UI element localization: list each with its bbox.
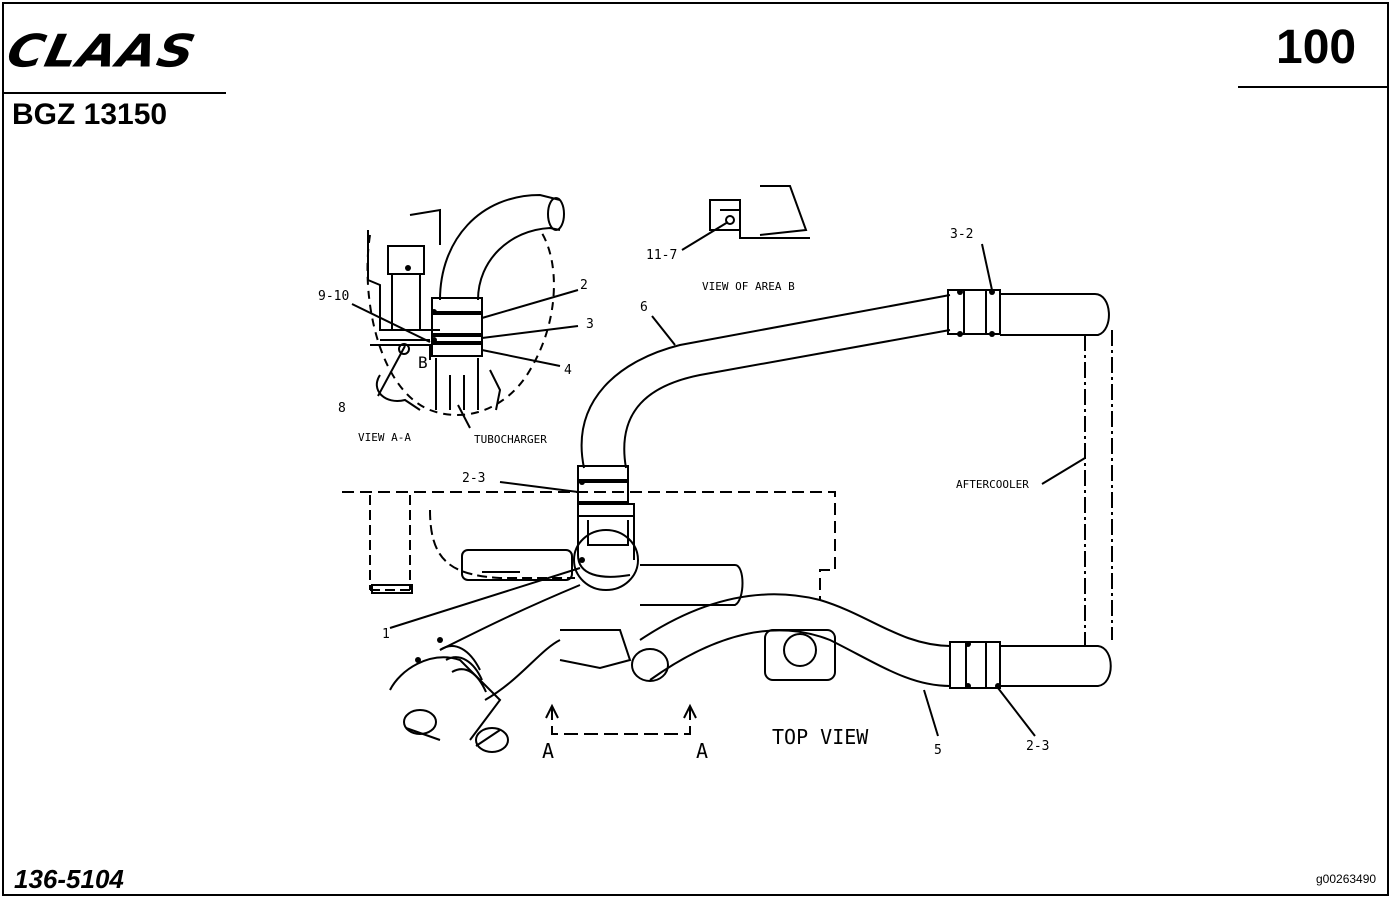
model-title: BGZ 13150 <box>12 98 168 131</box>
header-rule-left <box>4 92 226 94</box>
page-number: 100 <box>1276 21 1357 74</box>
callout-8: 8 <box>338 401 346 416</box>
view-area-b-detail <box>681 185 810 251</box>
callout-1: 1 <box>382 627 390 642</box>
label-view-aa: VIEW A-A <box>358 431 411 444</box>
image-id: g00263490 <box>1316 872 1377 886</box>
callout-2-3-bottom: 2-3 <box>1026 739 1049 754</box>
label-b: B <box>418 353 428 372</box>
top-view-main <box>342 243 1113 753</box>
callout-9-10: 9-10 <box>318 289 349 304</box>
label-tubocharger: TUBOCHARGER <box>474 433 547 446</box>
callout-6: 6 <box>640 300 648 315</box>
section-a-right: A <box>696 739 708 763</box>
callout-11-7: 11-7 <box>646 248 677 263</box>
callout-3: 3 <box>586 317 594 332</box>
header-rule-right <box>1238 86 1388 88</box>
callout-2: 2 <box>580 278 588 293</box>
view-aa-detail: B <box>351 193 579 429</box>
callout-2-3-top: 2-3 <box>462 471 485 486</box>
label-top-view: TOP VIEW <box>772 725 869 749</box>
part-number: 136-5104 <box>14 864 124 894</box>
label-view-area-b: VIEW OF AREA B <box>702 280 795 293</box>
callout-5: 5 <box>934 743 942 758</box>
callout-4: 4 <box>564 363 572 378</box>
label-aftercooler: AFTERCOOLER <box>956 478 1029 491</box>
callout-3-2: 3-2 <box>950 227 973 242</box>
section-a-left: A <box>542 739 554 763</box>
